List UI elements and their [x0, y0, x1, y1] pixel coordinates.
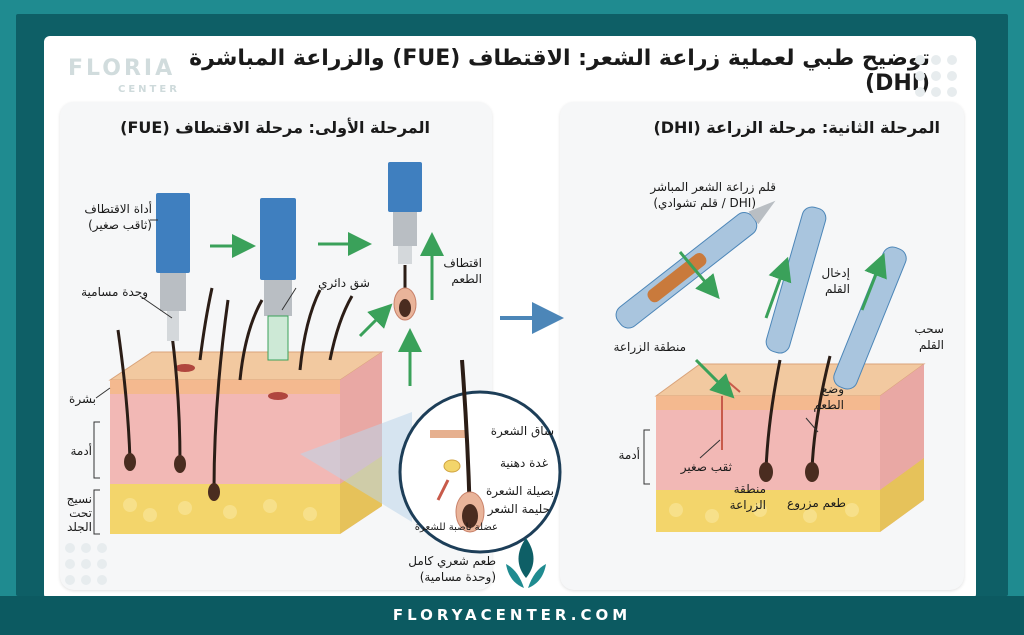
dhi-withdraw-arrow — [860, 252, 887, 311]
dhi-panel-title: المرحلة الثانية: مرحلة الزراعة (DHI) — [653, 118, 940, 137]
leader-epidermis — [95, 387, 111, 399]
brand-logo-text: FLORIA — [68, 56, 176, 81]
label-hair-shaft: ساق الشعرة — [490, 424, 554, 438]
label-subcutaneous-2: تحت — [69, 506, 92, 520]
leader-hole — [699, 439, 721, 459]
label-hair-papilla: حليمة الشعر — [487, 502, 550, 516]
label-small-hole: ثقب صغير — [680, 460, 732, 474]
leader-unit — [139, 295, 173, 319]
dhi-down-arrow — [678, 251, 720, 300]
decorative-dots — [65, 55, 957, 585]
label-graft-extraction-1: اقتطاف — [443, 256, 482, 270]
label-implant-zone: منطقة الزراعة — [613, 340, 686, 354]
footer-band — [0, 596, 1024, 635]
leader-incision — [281, 287, 297, 311]
label-insert-pen-2: القلم — [824, 282, 850, 296]
label-dermis: أدمة — [70, 444, 92, 458]
label-hair-bulb: بصيلة الشعرة — [486, 484, 554, 498]
fue-panel-title: المرحلة الأولى: مرحلة الاقتطاف (FUE) — [120, 118, 430, 137]
dhi-skin-block — [654, 355, 926, 532]
label-place-graft-1: وضع — [821, 382, 844, 396]
bracket-dermis — [93, 421, 100, 479]
dhi-pen-1 — [615, 200, 776, 329]
fue-extraction-tool-1 — [156, 193, 190, 341]
label-insert-pen-1: إدخال — [821, 266, 850, 280]
label-dhi-pen-2: (DHI / قلم تشوادي) — [653, 196, 756, 210]
label-subcutaneous-3: الجلد — [66, 520, 92, 534]
fue-extraction-tool-3 — [388, 162, 422, 321]
footer-website: FLORYACENTER.COM — [392, 606, 632, 624]
brand-leaf-logo — [498, 534, 554, 592]
page-title: توضيح طبي لعملية زراعة الشعر: الاقتطاف (… — [189, 46, 930, 96]
fue-extraction-tool-2 — [260, 198, 296, 361]
leader-place — [805, 417, 819, 433]
dhi-pen-3 — [833, 246, 907, 390]
label-tool-1: أداة الاقتطاف — [84, 202, 152, 216]
bracket-dhi-dermis — [643, 429, 650, 485]
label-implant-zone-2-2: الزراعة — [729, 498, 766, 512]
label-follicular-unit: وحدة مسامية — [81, 285, 148, 299]
fue-skin-block — [108, 287, 384, 534]
label-circular-incision: شق دائري — [318, 276, 370, 290]
label-sebaceous-gland: غدة دهنية — [499, 456, 548, 470]
label-implanted-graft: طعم مزروع — [787, 496, 846, 510]
label-dhi-dermis: أدمة — [618, 448, 640, 462]
label-whole-unit-2: (وحدة مسامية) — [419, 570, 496, 584]
label-epidermis: بشرة — [69, 392, 96, 406]
label-subcutaneous-1: نسيج — [66, 492, 92, 506]
fue-graft-arrow — [358, 303, 393, 338]
dhi-zone-arrow — [694, 358, 735, 399]
dhi-insert-arrow — [764, 256, 792, 319]
label-place-graft-2: الطعم — [813, 398, 844, 412]
label-withdraw-pen-2: القلم — [918, 338, 944, 352]
label-whole-unit-1: طعم شعري كامل — [408, 554, 496, 568]
label-arrector-muscle: عضلة ناصبة للشعرة — [414, 522, 498, 533]
label-tool-2: (ثاقب صغير) — [88, 218, 152, 232]
label-implant-zone-2-1: منطقة — [733, 482, 766, 496]
bracket-subcutaneous — [93, 489, 100, 535]
label-graft-extraction-2: الطعم — [451, 272, 482, 286]
label-withdraw-pen-1: سحب — [914, 322, 944, 336]
brand-logo-subtext: CENTER — [118, 84, 180, 95]
label-dhi-pen-1: قلم زراعة الشعر المباشر — [650, 180, 776, 194]
zoom-follicle — [430, 359, 485, 533]
zoom-cone — [300, 412, 412, 522]
